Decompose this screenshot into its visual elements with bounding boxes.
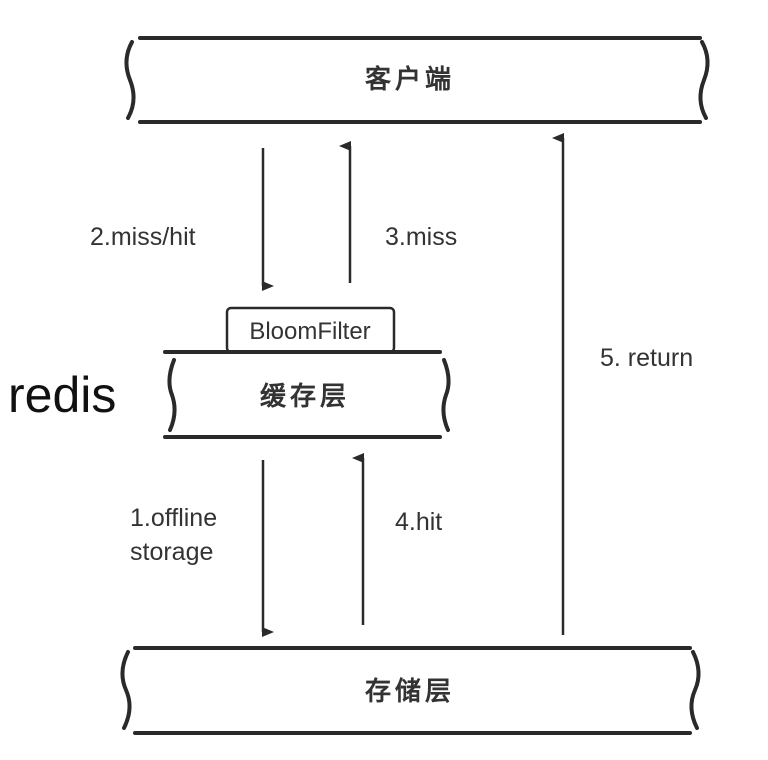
label-miss: 3.miss [385, 223, 457, 251]
label-miss-hit: 2.miss/hit [90, 223, 196, 251]
label-storage: storage [130, 538, 213, 566]
label-hit: 4.hit [395, 508, 442, 536]
cache-box: BloomFilter 缓存层 [163, 306, 451, 439]
label-offline: 1.offline [130, 504, 217, 532]
storage-label: 存储层 [365, 676, 455, 707]
client-box: 客户端 [124, 36, 710, 124]
redis-label: redis [8, 367, 116, 423]
cache-label: 缓存层 [260, 381, 350, 412]
label-return: 5. return [600, 344, 693, 372]
client-label: 客户端 [365, 64, 455, 95]
bloomfilter-label: BloomFilter [249, 318, 370, 345]
storage-box: 存储层 [120, 646, 701, 735]
